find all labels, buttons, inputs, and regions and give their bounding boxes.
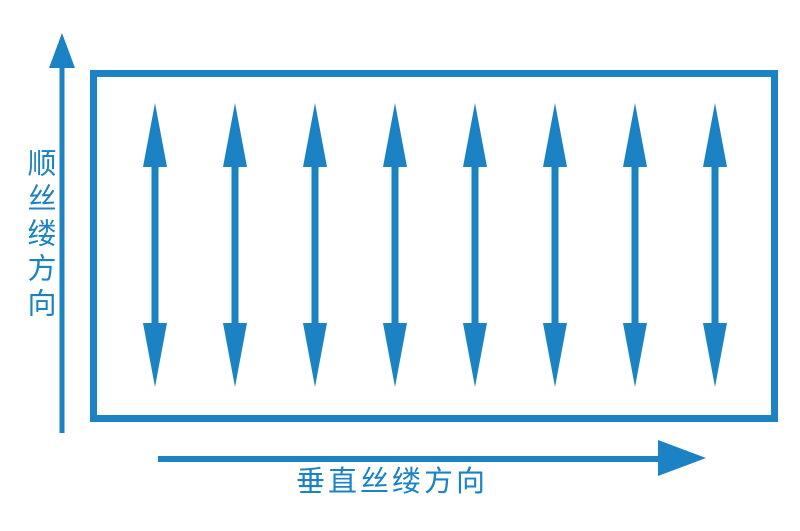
grain-arrow-up-head — [383, 103, 407, 167]
grain-arrow-up-head — [463, 103, 487, 167]
bottom-axis-label: 垂直丝缕方向 — [296, 466, 489, 498]
grain-arrow-down-head — [703, 323, 727, 387]
panel-rectangle — [90, 70, 778, 422]
grain-arrow-down-head — [623, 323, 647, 387]
grain-arrow-down-head — [143, 323, 167, 387]
grain-arrow-up-head — [703, 103, 727, 167]
grain-arrow-down-head — [543, 323, 567, 387]
grain-arrow-up-head — [623, 103, 647, 167]
vertical-axis-arrow — [49, 33, 75, 433]
grain-arrow-down-head — [383, 323, 407, 387]
grain-arrow-up-head — [543, 103, 567, 167]
grain-arrow-down-head — [223, 323, 247, 387]
grain-arrow-up-head — [223, 103, 247, 167]
grain-arrows-group — [143, 103, 727, 387]
horizontal-axis-arrow — [158, 440, 706, 476]
grain-arrow-down-head — [303, 323, 327, 387]
grain-arrow-up-head — [143, 103, 167, 167]
grain-arrow-up-head — [303, 103, 327, 167]
grain-arrow-down-head — [463, 323, 487, 387]
left-axis-label: 顺丝缕方向 — [23, 148, 55, 323]
